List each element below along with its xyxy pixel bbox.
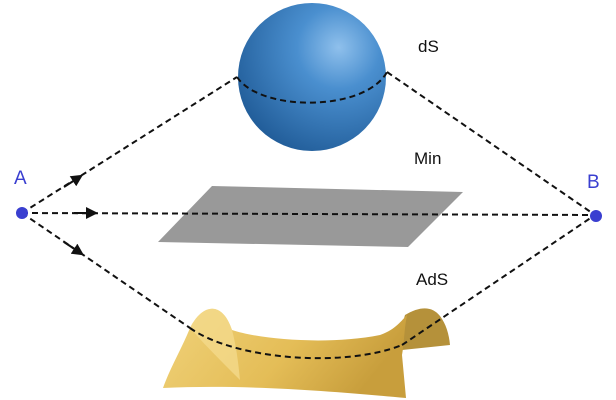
ads-label: AdS: [416, 270, 449, 289]
arrow-up-icon: [63, 174, 84, 188]
min-label: Min: [414, 149, 442, 168]
path-sphere-to-b: [386, 71, 596, 216]
point-b-dot: [590, 210, 602, 222]
sphere-equator-path: [236, 71, 388, 104]
saddle-geodesic-path: [189, 327, 403, 360]
point-a-label: A: [14, 168, 27, 189]
arrow-down-icon: [63, 241, 84, 256]
anti-de-sitter-saddle-icon: [163, 308, 450, 398]
minkowski-plane-icon: [158, 186, 463, 247]
point-b-label: B: [587, 172, 600, 193]
point-a-dot: [16, 207, 28, 219]
path-a-to-b-straight: [21, 212, 596, 216]
path-a-to-sphere: [21, 76, 238, 214]
path-saddle-to-b: [401, 214, 596, 346]
de-sitter-sphere-icon: [238, 3, 386, 151]
ds-label: dS: [418, 37, 439, 56]
path-a-to-saddle: [21, 212, 191, 329]
